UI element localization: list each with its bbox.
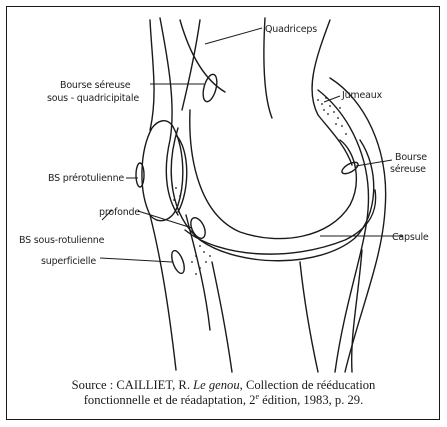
patellar-tendon-back xyxy=(186,215,210,330)
label-bs-sous-rotulienne: BS sous-rotulienne xyxy=(19,235,105,246)
label-bourse-post-2: séreuse xyxy=(390,164,426,175)
label-jumeaux: Jumeaux xyxy=(341,90,383,101)
patellar-tendon-front xyxy=(150,215,176,370)
leader-bourse-post xyxy=(356,160,392,166)
posterior-calf-outer xyxy=(330,78,386,372)
tibia-posterior-cortex xyxy=(300,262,318,372)
label-bs-prerotulienne: BS prérotulienne xyxy=(48,173,124,184)
femoral-condyle xyxy=(190,110,357,239)
patellar-surface xyxy=(176,135,187,212)
leader-quadriceps xyxy=(205,28,262,44)
label-capsule: Capsule xyxy=(392,232,429,243)
label-superficielle: superficielle xyxy=(41,256,96,267)
caption-line-1: Source : CAILLIET, R. Le genou, Collecti… xyxy=(14,378,433,393)
label-profonde: profonde xyxy=(99,207,140,218)
caption-line-2: fonctionnelle et de réadaptation, 2e édi… xyxy=(14,393,433,408)
tibia-anterior-cortex xyxy=(212,262,232,372)
label-bourse-sq-2: sous - quadricipitale xyxy=(47,93,139,104)
label-bourse-sq-1: Bourse séreuse xyxy=(60,80,131,91)
label-bourse-post-1: Bourse xyxy=(395,152,427,163)
quadriceps-tendon-front xyxy=(150,20,154,130)
femur-shaft-line xyxy=(180,20,225,92)
prepatellar-bursa xyxy=(136,163,144,187)
leader-superficielle xyxy=(100,258,172,262)
femur-anterior-outline xyxy=(160,18,178,215)
label-quadriceps: Quadriceps xyxy=(265,24,317,35)
caption-book-title: Le genou xyxy=(193,378,240,392)
figure-caption: Source : CAILLIET, R. Le genou, Collecti… xyxy=(14,378,433,408)
suprapatellar-bursa xyxy=(201,73,220,103)
leader-profonde xyxy=(138,211,192,228)
